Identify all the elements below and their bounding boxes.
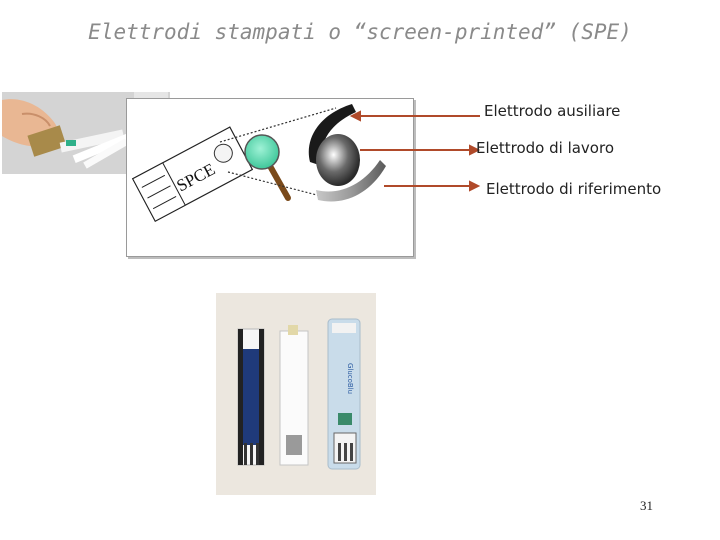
label-working-electrode: Elettrodo di lavoro [476, 139, 614, 157]
label-reference-electrode: Elettrodo di riferimento [486, 180, 661, 198]
strip-brand-text: GlucoBlu [346, 363, 354, 394]
working-electrode-shape [316, 134, 360, 186]
three-electrode-strips-photo: GlucoBlu [216, 293, 376, 495]
label-auxiliary-electrode: Elettrodo ausiliare [484, 102, 620, 120]
strips-photo-illustration: GlucoBlu [216, 293, 376, 495]
spe-strip: SPCE [133, 127, 253, 221]
page-number: 31 [640, 498, 653, 514]
